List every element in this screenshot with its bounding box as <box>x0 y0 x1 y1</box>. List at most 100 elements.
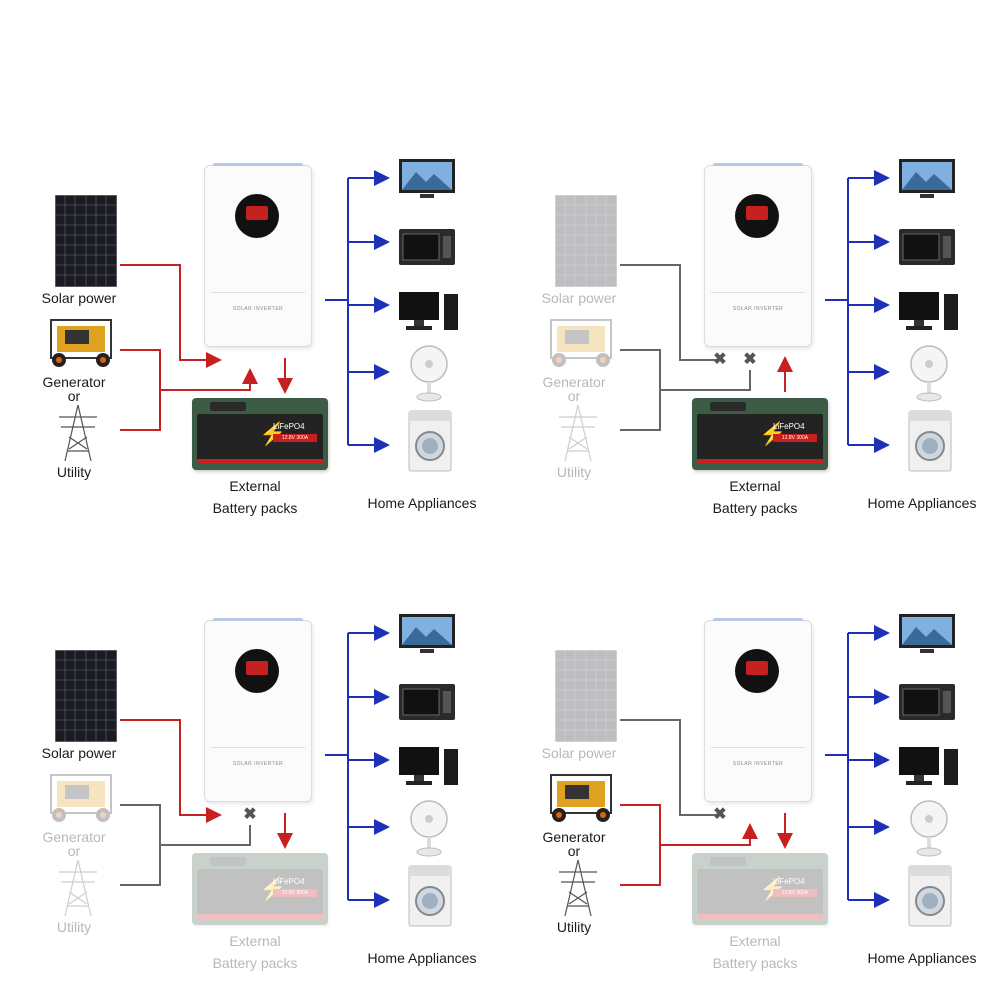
fan-icon <box>408 799 450 857</box>
battery-terminal <box>710 402 746 411</box>
cross-icon: ✖ <box>743 351 757 368</box>
battery-front: ⚡ LiFePO4 12.8V 300A <box>697 414 823 464</box>
battery-terminal <box>210 402 246 411</box>
cross-icon: ✖ <box>243 806 257 823</box>
battery-band <box>197 914 323 919</box>
inverter-brand: SOLAR INVERTER <box>732 306 784 312</box>
washing-machine-icon <box>908 410 952 472</box>
computer-icon <box>398 290 460 332</box>
inverter-icon: SOLAR INVERTER <box>204 163 312 347</box>
solar-panel-icon <box>554 194 618 288</box>
inverter-icon: SOLAR INVERTER <box>204 618 312 802</box>
computer-icon <box>398 745 460 787</box>
generator-label: Generator <box>542 374 606 390</box>
battery-voltage: 12.8V 300A <box>773 889 817 897</box>
battery-icon: ⚡ LiFePO4 12.8V 300A <box>192 853 328 925</box>
home-appliances-label: Home Appliances <box>867 950 977 966</box>
home-appliances-label: Home Appliances <box>367 495 477 511</box>
solar-panel-icon <box>54 649 118 743</box>
inverter-cap <box>213 618 303 621</box>
inverter-display <box>735 649 779 693</box>
washing-machine-icon <box>408 410 452 472</box>
solar-panel-icon <box>54 194 118 288</box>
generator-label: Generator <box>42 374 106 390</box>
battery-label-line2: Battery packs <box>212 955 298 971</box>
microwave-icon <box>898 683 956 721</box>
battery-label-line2: Battery packs <box>712 955 798 971</box>
battery-label-line2: Battery packs <box>712 500 798 516</box>
solar-wire <box>620 264 720 361</box>
utility-wire <box>620 390 661 431</box>
cross-icon: ✖ <box>713 806 727 823</box>
utility-tower-icon <box>555 403 601 462</box>
battery-voltage: 12.8V 300A <box>773 434 817 442</box>
generator-icon <box>547 771 615 823</box>
wiring <box>620 625 890 908</box>
battery-label-line1: External <box>229 478 281 494</box>
utility-label: Utility <box>56 464 92 480</box>
utility-tower-icon <box>55 858 101 917</box>
wiring <box>120 625 390 908</box>
generator-wire <box>120 349 258 391</box>
inverter-cap <box>713 163 803 166</box>
battery-front: ⚡ LiFePO4 12.8V 300A <box>197 869 323 919</box>
tv-icon <box>398 613 456 655</box>
solar-label: Solar power <box>41 290 117 306</box>
solar-wire <box>620 719 720 816</box>
battery-label-line2: Battery packs <box>212 500 298 516</box>
utility-tower-icon <box>555 858 601 917</box>
fan-icon <box>408 344 450 402</box>
battery-icon: ⚡ LiFePO4 12.8V 300A <box>192 398 328 470</box>
cross-icon: ✖ <box>713 351 727 368</box>
or-label: or <box>567 388 581 404</box>
mode-diagram-solar-generator-utility-mode: Solar power Generator or <box>0 0 500 516</box>
home-appliances-label: Home Appliances <box>367 950 477 966</box>
generator-icon <box>47 771 115 823</box>
mode-diagram-solar-only-mode: Solar power Generator or <box>0 455 500 971</box>
battery-chemistry: LiFePO4 <box>773 422 805 431</box>
mode-diagram-generator-utility-mode: Solar power Generator or <box>500 455 1000 971</box>
battery-front: ⚡ LiFePO4 12.8V 300A <box>197 414 323 464</box>
utility-tower-icon <box>55 403 101 462</box>
battery-label-line1: External <box>729 478 781 494</box>
washing-machine-icon <box>908 865 952 927</box>
inverter-divider <box>211 747 305 748</box>
solar-label: Solar power <box>41 745 117 761</box>
generator-label: Generator <box>542 829 606 845</box>
generator-icon <box>47 316 115 368</box>
inverter-display <box>235 649 279 693</box>
inverter-divider <box>211 292 305 293</box>
inverter-brand: SOLAR INVERTER <box>232 761 284 767</box>
or-label: or <box>67 843 81 859</box>
microwave-icon <box>398 228 456 266</box>
battery-icon: ⚡ LiFePO4 12.8V 300A <box>692 398 828 470</box>
bolt-icon: ⚡ <box>759 877 786 901</box>
solar-panel-icon <box>554 649 618 743</box>
solar-wire <box>120 719 222 823</box>
inverter-divider <box>711 747 805 748</box>
generator-wire <box>620 349 751 391</box>
utility-label: Utility <box>56 919 92 935</box>
battery-band <box>197 459 323 464</box>
inverter-cap <box>213 163 303 166</box>
battery-voltage: 12.8V 300A <box>273 434 317 442</box>
generator-icon <box>547 316 615 368</box>
fan-icon <box>908 799 950 857</box>
tv-icon <box>898 613 956 655</box>
battery-terminal <box>710 857 746 866</box>
inverter-display <box>235 194 279 238</box>
or-label: or <box>567 843 581 859</box>
mode-diagram-battery-only-mode: Solar power Generator or <box>500 0 1000 516</box>
utility-label: Utility <box>556 464 592 480</box>
battery-chemistry: LiFePO4 <box>273 877 305 886</box>
or-label: or <box>67 388 81 404</box>
solar-wire <box>120 264 222 368</box>
computer-icon <box>898 290 960 332</box>
tv-icon <box>898 158 956 200</box>
computer-icon <box>898 745 960 787</box>
battery-chemistry: LiFePO4 <box>273 422 305 431</box>
battery-chemistry: LiFePO4 <box>773 877 805 886</box>
wiring <box>120 170 390 453</box>
inverter-cap <box>713 618 803 621</box>
utility-wire <box>620 845 661 886</box>
